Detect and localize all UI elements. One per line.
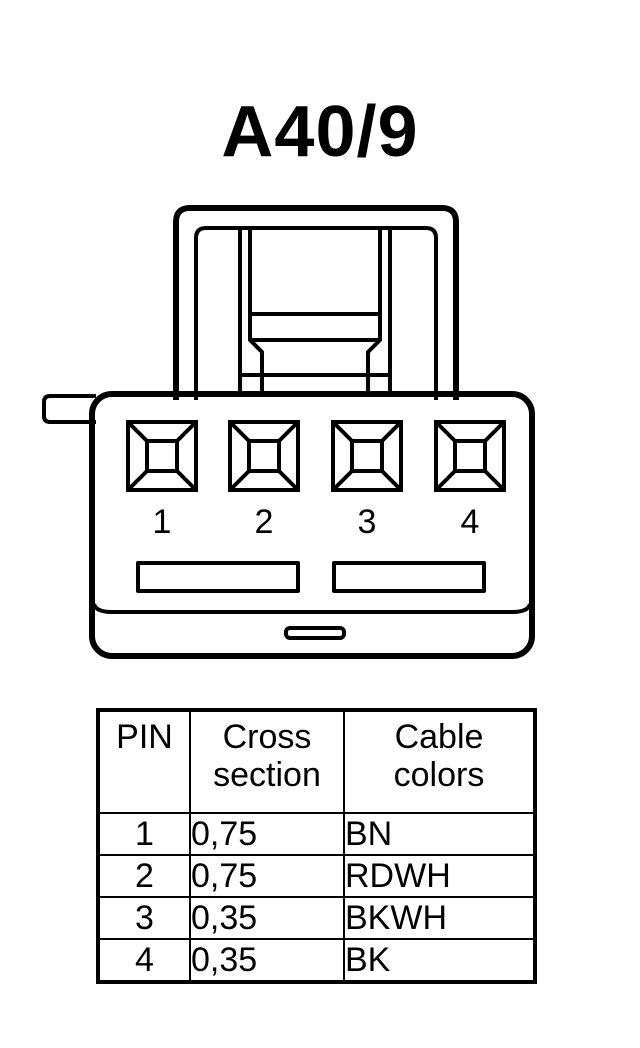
pin-label-2: 2: [255, 503, 274, 541]
table-header-row: PIN Cross section Cable colors: [97, 709, 536, 814]
cell-cable-color: BN: [343, 812, 536, 856]
pin-terminal-2: [228, 420, 300, 492]
pin-label-3: 3: [358, 503, 377, 541]
key-slot-left: [136, 561, 300, 593]
table-row: 3 0,35 BKWH: [97, 896, 536, 940]
side-tab: [42, 394, 96, 424]
connector-drawing: 1 2 3 4: [42, 205, 535, 659]
cell-cable-color: BKWH: [343, 896, 536, 940]
cell-pin: 2: [97, 854, 191, 898]
table-row: 1 0,75 BN: [97, 812, 536, 856]
header-pin: PIN: [97, 709, 191, 814]
connector-housing: [89, 391, 535, 659]
pin-terminal-1: [126, 420, 198, 492]
pin-label-1: 1: [153, 503, 172, 541]
table-row: 2 0,75 RDWH: [97, 854, 536, 898]
cell-pin: 1: [97, 812, 191, 856]
cell-cross-section: 0,75: [189, 812, 345, 856]
pin-label-4: 4: [461, 503, 480, 541]
cell-pin: 3: [97, 896, 191, 940]
housing-inner-lip: [92, 603, 532, 614]
connector-title: A40/9: [221, 92, 419, 172]
cell-pin: 4: [97, 938, 191, 983]
cell-cross-section: 0,35: [189, 896, 345, 940]
pin-terminal-3: [331, 420, 403, 492]
bottom-slot: [284, 626, 346, 640]
pin-terminal-4: [434, 420, 506, 492]
pin-assignment-table: PIN Cross section Cable colors 1 0,75 BN…: [96, 708, 537, 984]
latch-inner: [194, 226, 438, 400]
header-cable-colors: Cable colors: [343, 709, 536, 814]
header-cross-section: Cross section: [189, 709, 345, 814]
key-slot-right: [332, 561, 486, 593]
cell-cross-section: 0,75: [189, 854, 345, 898]
table-row: 4 0,35 BK: [97, 938, 536, 983]
cell-cable-color: RDWH: [343, 854, 536, 898]
latch-tongue: [238, 228, 392, 394]
latch-outer: [173, 205, 459, 400]
cell-cable-color: BK: [343, 938, 536, 983]
cell-cross-section: 0,35: [189, 938, 345, 983]
